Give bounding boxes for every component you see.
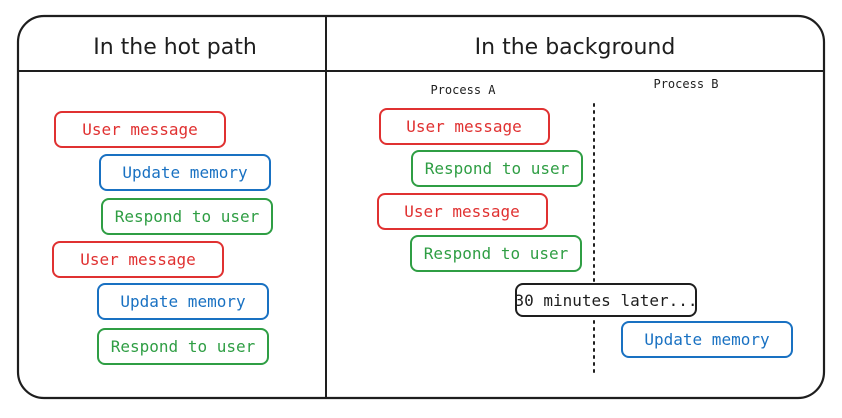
svg-text:User message: User message xyxy=(80,250,196,269)
left-step-respond-to-user: Respond to user xyxy=(97,328,269,365)
svg-text:Update memory: Update memory xyxy=(120,292,246,311)
left-panel-title: In the hot path xyxy=(93,35,257,60)
svg-text:User message: User message xyxy=(404,202,520,221)
process-b-step-list: Update memory xyxy=(621,321,793,358)
left-step-update-memory: Update memory xyxy=(97,283,269,320)
left-step-list: User message Update memory Respond to us… xyxy=(52,111,273,365)
process-b-step-update-memory: Update memory xyxy=(621,321,793,358)
process-b-label: Process B xyxy=(653,77,718,91)
process-a-step-respond-to-user: Respond to user xyxy=(411,150,583,187)
svg-text:Respond to user: Respond to user xyxy=(424,244,569,263)
svg-text:Update memory: Update memory xyxy=(644,330,770,349)
left-step-user-message: User message xyxy=(52,241,224,278)
right-panel-title: In the background xyxy=(475,35,676,60)
svg-text:User message: User message xyxy=(406,117,522,136)
outer-frame xyxy=(16,14,826,400)
left-step-update-memory: Update memory xyxy=(99,154,271,191)
process-a-step-user-message: User message xyxy=(377,193,548,230)
svg-text:Respond to user: Respond to user xyxy=(115,207,260,226)
svg-text:Respond to user: Respond to user xyxy=(111,337,256,356)
svg-text:User message: User message xyxy=(82,120,198,139)
process-a-step-respond-to-user: Respond to user xyxy=(410,235,582,272)
left-step-user-message: User message xyxy=(54,111,226,148)
delay-note: 30 minutes later... xyxy=(514,283,698,317)
svg-text:30 minutes later...: 30 minutes later... xyxy=(514,291,697,310)
left-step-respond-to-user: Respond to user xyxy=(101,198,273,235)
process-a-label: Process A xyxy=(430,83,496,97)
process-a-step-list: User message Respond to user User messag… xyxy=(377,108,583,272)
svg-text:Update memory: Update memory xyxy=(122,163,248,182)
svg-text:Respond to user: Respond to user xyxy=(425,159,570,178)
process-a-step-user-message: User message xyxy=(379,108,550,145)
